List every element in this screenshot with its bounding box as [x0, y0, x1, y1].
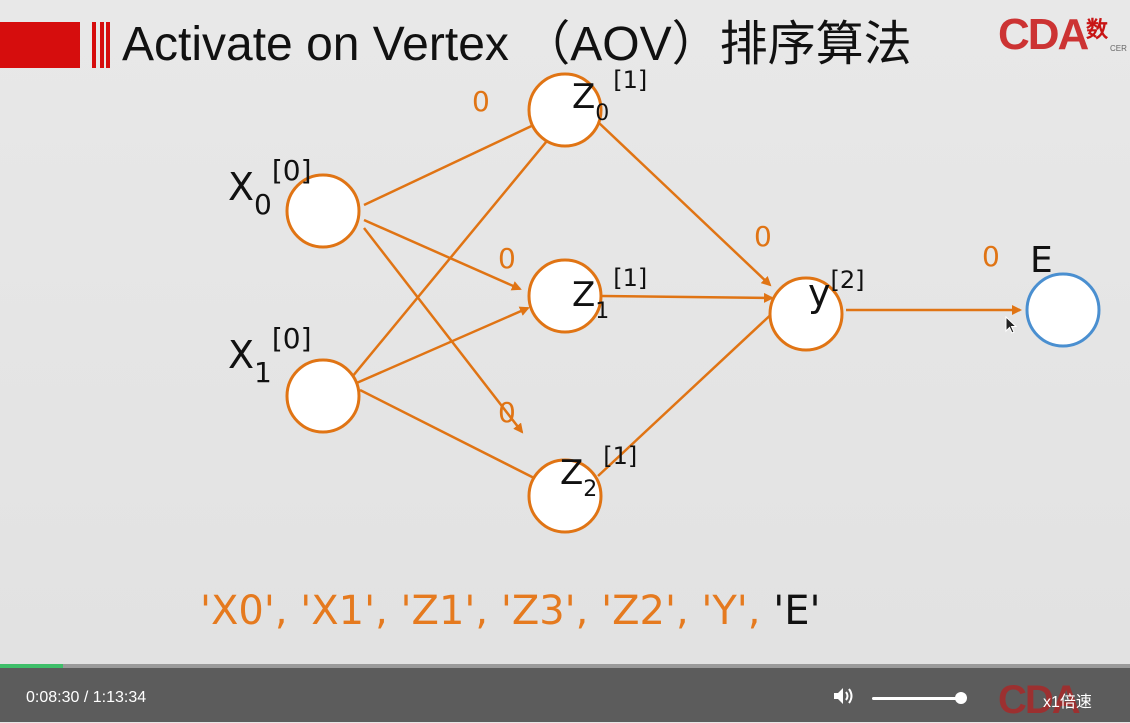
aov-graph: X0[0] X1[0] Z0[1] Z1[1] Z2[1] y[2] E 0 0… — [228, 66, 1101, 534]
volume-slider-knob[interactable] — [955, 692, 967, 704]
edge-x1-z0 — [337, 128, 558, 395]
time-display: 0:08:30 / 1:13:34 — [26, 689, 146, 707]
cda-logo: CDA — [998, 10, 1089, 59]
edge-x0-z1 — [363, 218, 522, 291]
edge-label: 0 — [754, 220, 772, 253]
edge-z1-y — [601, 292, 774, 303]
edge-label: 0 — [498, 396, 516, 429]
order-orange-part: 'X0', 'X1', 'Z1', 'Z3', 'Z2', 'Y', — [200, 588, 774, 634]
mouse-cursor-icon — [1005, 316, 1017, 334]
edge-label: 0 — [982, 240, 1000, 273]
cda-watermark-logo: CDA — [998, 678, 1081, 722]
cda-logo-sub: CER — [1110, 44, 1127, 53]
node-e — [1025, 272, 1101, 348]
time-separator: / — [79, 689, 93, 706]
playback-speed-button[interactable]: x1倍速 — [1043, 694, 1092, 711]
node-z1 — [527, 258, 603, 334]
label-z0: Z0[1] — [572, 66, 647, 126]
progress-fill — [0, 664, 63, 669]
node-x1 — [285, 358, 361, 434]
node-z2 — [527, 458, 603, 534]
label-e: E — [1030, 240, 1053, 281]
edge-x1-z1 — [351, 306, 530, 387]
edge-x0-z0 — [363, 120, 542, 207]
title-red-stripe — [92, 22, 96, 68]
node-x0 — [285, 173, 361, 249]
edge-z0-y — [597, 121, 772, 287]
edge-x0-z2 — [363, 227, 524, 434]
edge-label: 0 — [498, 242, 516, 275]
label-z2: Z2[1] — [560, 442, 637, 502]
topological-order: 'X0', 'X1', 'Z1', 'Z3', 'Z2', 'Y', 'E' — [200, 588, 821, 634]
volume-icon[interactable] — [832, 686, 856, 706]
cda-logo-cn: 数 — [1086, 17, 1109, 42]
volume-slider[interactable] — [872, 697, 962, 700]
label-z1: Z1[1] — [572, 264, 647, 324]
player-controls: 0:08:30 / 1:13:34 CDA x1倍速 — [0, 668, 1130, 722]
node-z0 — [527, 72, 603, 148]
title-red-bar — [0, 22, 80, 68]
title-red-stripe — [106, 22, 110, 68]
slide-title: Activate on Vertex （AOV）排序算法 — [122, 18, 912, 71]
duration: 1:13:34 — [92, 689, 147, 706]
edge-label: 0 — [472, 85, 490, 118]
edge-z2-y — [597, 306, 780, 477]
current-time: 0:08:30 — [26, 689, 80, 706]
order-last-item: 'E' — [773, 588, 821, 634]
label-x1: X1[0] — [228, 322, 312, 389]
label-y: y[2] — [808, 266, 865, 315]
title-red-stripe — [100, 22, 104, 68]
edge-x1-z2 — [359, 388, 544, 484]
slide: Activate on Vertex （AOV）排序算法 CDA 数 CER X… — [0, 0, 1130, 668]
label-x0: X0[0] — [228, 154, 312, 221]
node-y — [768, 276, 844, 352]
progress-track[interactable] — [0, 664, 1130, 669]
